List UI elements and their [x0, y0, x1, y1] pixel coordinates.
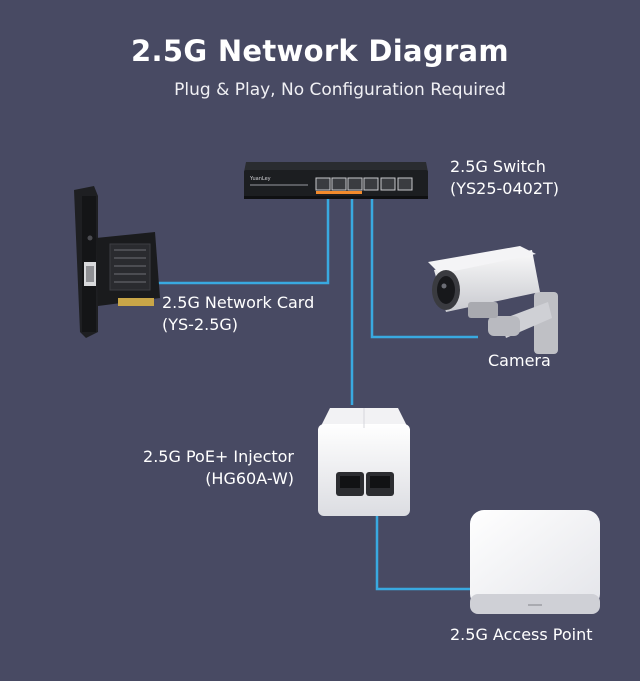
switch-brand-text: YuanLey: [249, 176, 271, 182]
access-point-device: [470, 510, 600, 614]
network-card-label: 2.5G Network Card (YS-2.5G): [162, 292, 314, 336]
network-card-name: 2.5G Network Card: [162, 292, 314, 314]
network-card-model: (YS-2.5G): [162, 314, 314, 336]
access-point-name: 2.5G Access Point: [450, 624, 593, 646]
switch-label: 2.5G Switch (YS25-0402T): [450, 156, 559, 200]
page-title: 2.5G Network Diagram: [0, 34, 640, 68]
port-highlight-orange: [316, 191, 362, 194]
switch-name: 2.5G Switch: [450, 156, 559, 178]
access-point-label: 2.5G Access Point: [450, 624, 593, 646]
switch-model: (YS25-0402T): [450, 178, 559, 200]
network-card-device: [74, 186, 160, 338]
page-subtitle: Plug & Play, No Configuration Required: [0, 80, 640, 100]
switch-device: YuanLey: [244, 162, 428, 199]
camera-label: Camera: [488, 350, 551, 372]
cable-lines: [155, 193, 478, 589]
injector-device: [318, 408, 410, 516]
cable-switch-to-network-card: [155, 193, 328, 283]
camera-name: Camera: [488, 350, 551, 372]
injector-label: 2.5G PoE+ Injector (HG60A-W): [114, 446, 294, 490]
injector-model: (HG60A-W): [114, 468, 294, 490]
injector-name: 2.5G PoE+ Injector: [114, 446, 294, 468]
